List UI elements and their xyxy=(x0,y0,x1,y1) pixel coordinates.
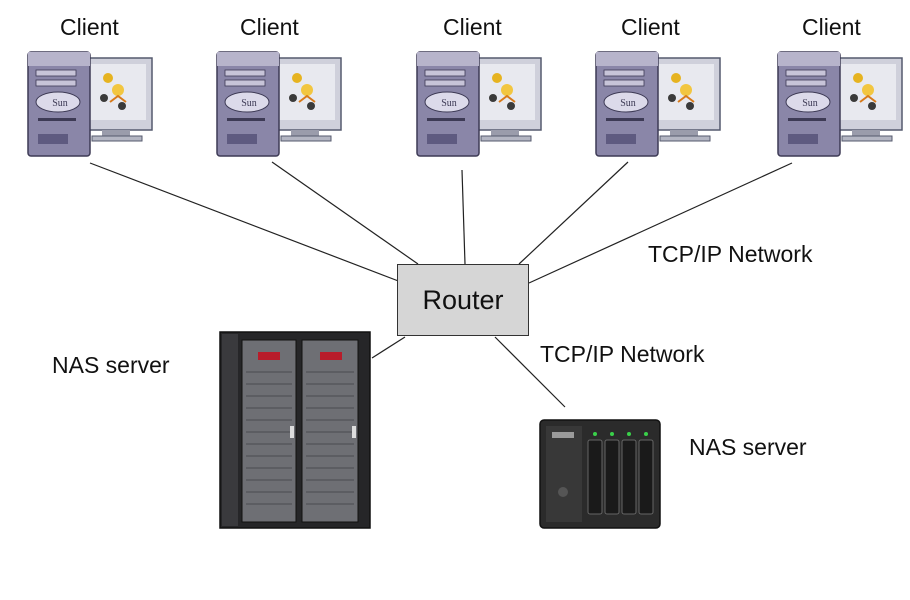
client-label: Client xyxy=(60,14,119,40)
client-label: Client xyxy=(802,14,861,40)
nas-box-icon xyxy=(539,419,661,529)
network-label-lower: TCP/IP Network xyxy=(540,341,705,367)
rack-server-icon xyxy=(219,331,371,529)
client-label: Client xyxy=(621,14,680,40)
router-box: Router xyxy=(397,264,529,336)
network-label-upper: TCP/IP Network xyxy=(648,241,813,267)
workstation-icon xyxy=(27,51,153,157)
rack-server-label: NAS server xyxy=(52,352,170,378)
link-client-3 xyxy=(461,169,466,265)
workstation-icon xyxy=(777,51,903,157)
link-client-1 xyxy=(89,162,402,283)
nas-box-label: NAS server xyxy=(689,434,807,460)
link-rack-server xyxy=(371,336,406,359)
connections xyxy=(89,161,793,408)
link-client-4 xyxy=(518,161,629,265)
workstation-icon xyxy=(216,51,342,157)
link-nas-box xyxy=(494,336,566,408)
workstation-icon xyxy=(416,51,542,157)
link-client-2 xyxy=(271,161,419,265)
workstation-icon xyxy=(595,51,721,157)
client-label: Client xyxy=(443,14,502,40)
router-label: Router xyxy=(422,284,504,315)
client-label: Client xyxy=(240,14,299,40)
link-client-5 xyxy=(528,162,793,284)
